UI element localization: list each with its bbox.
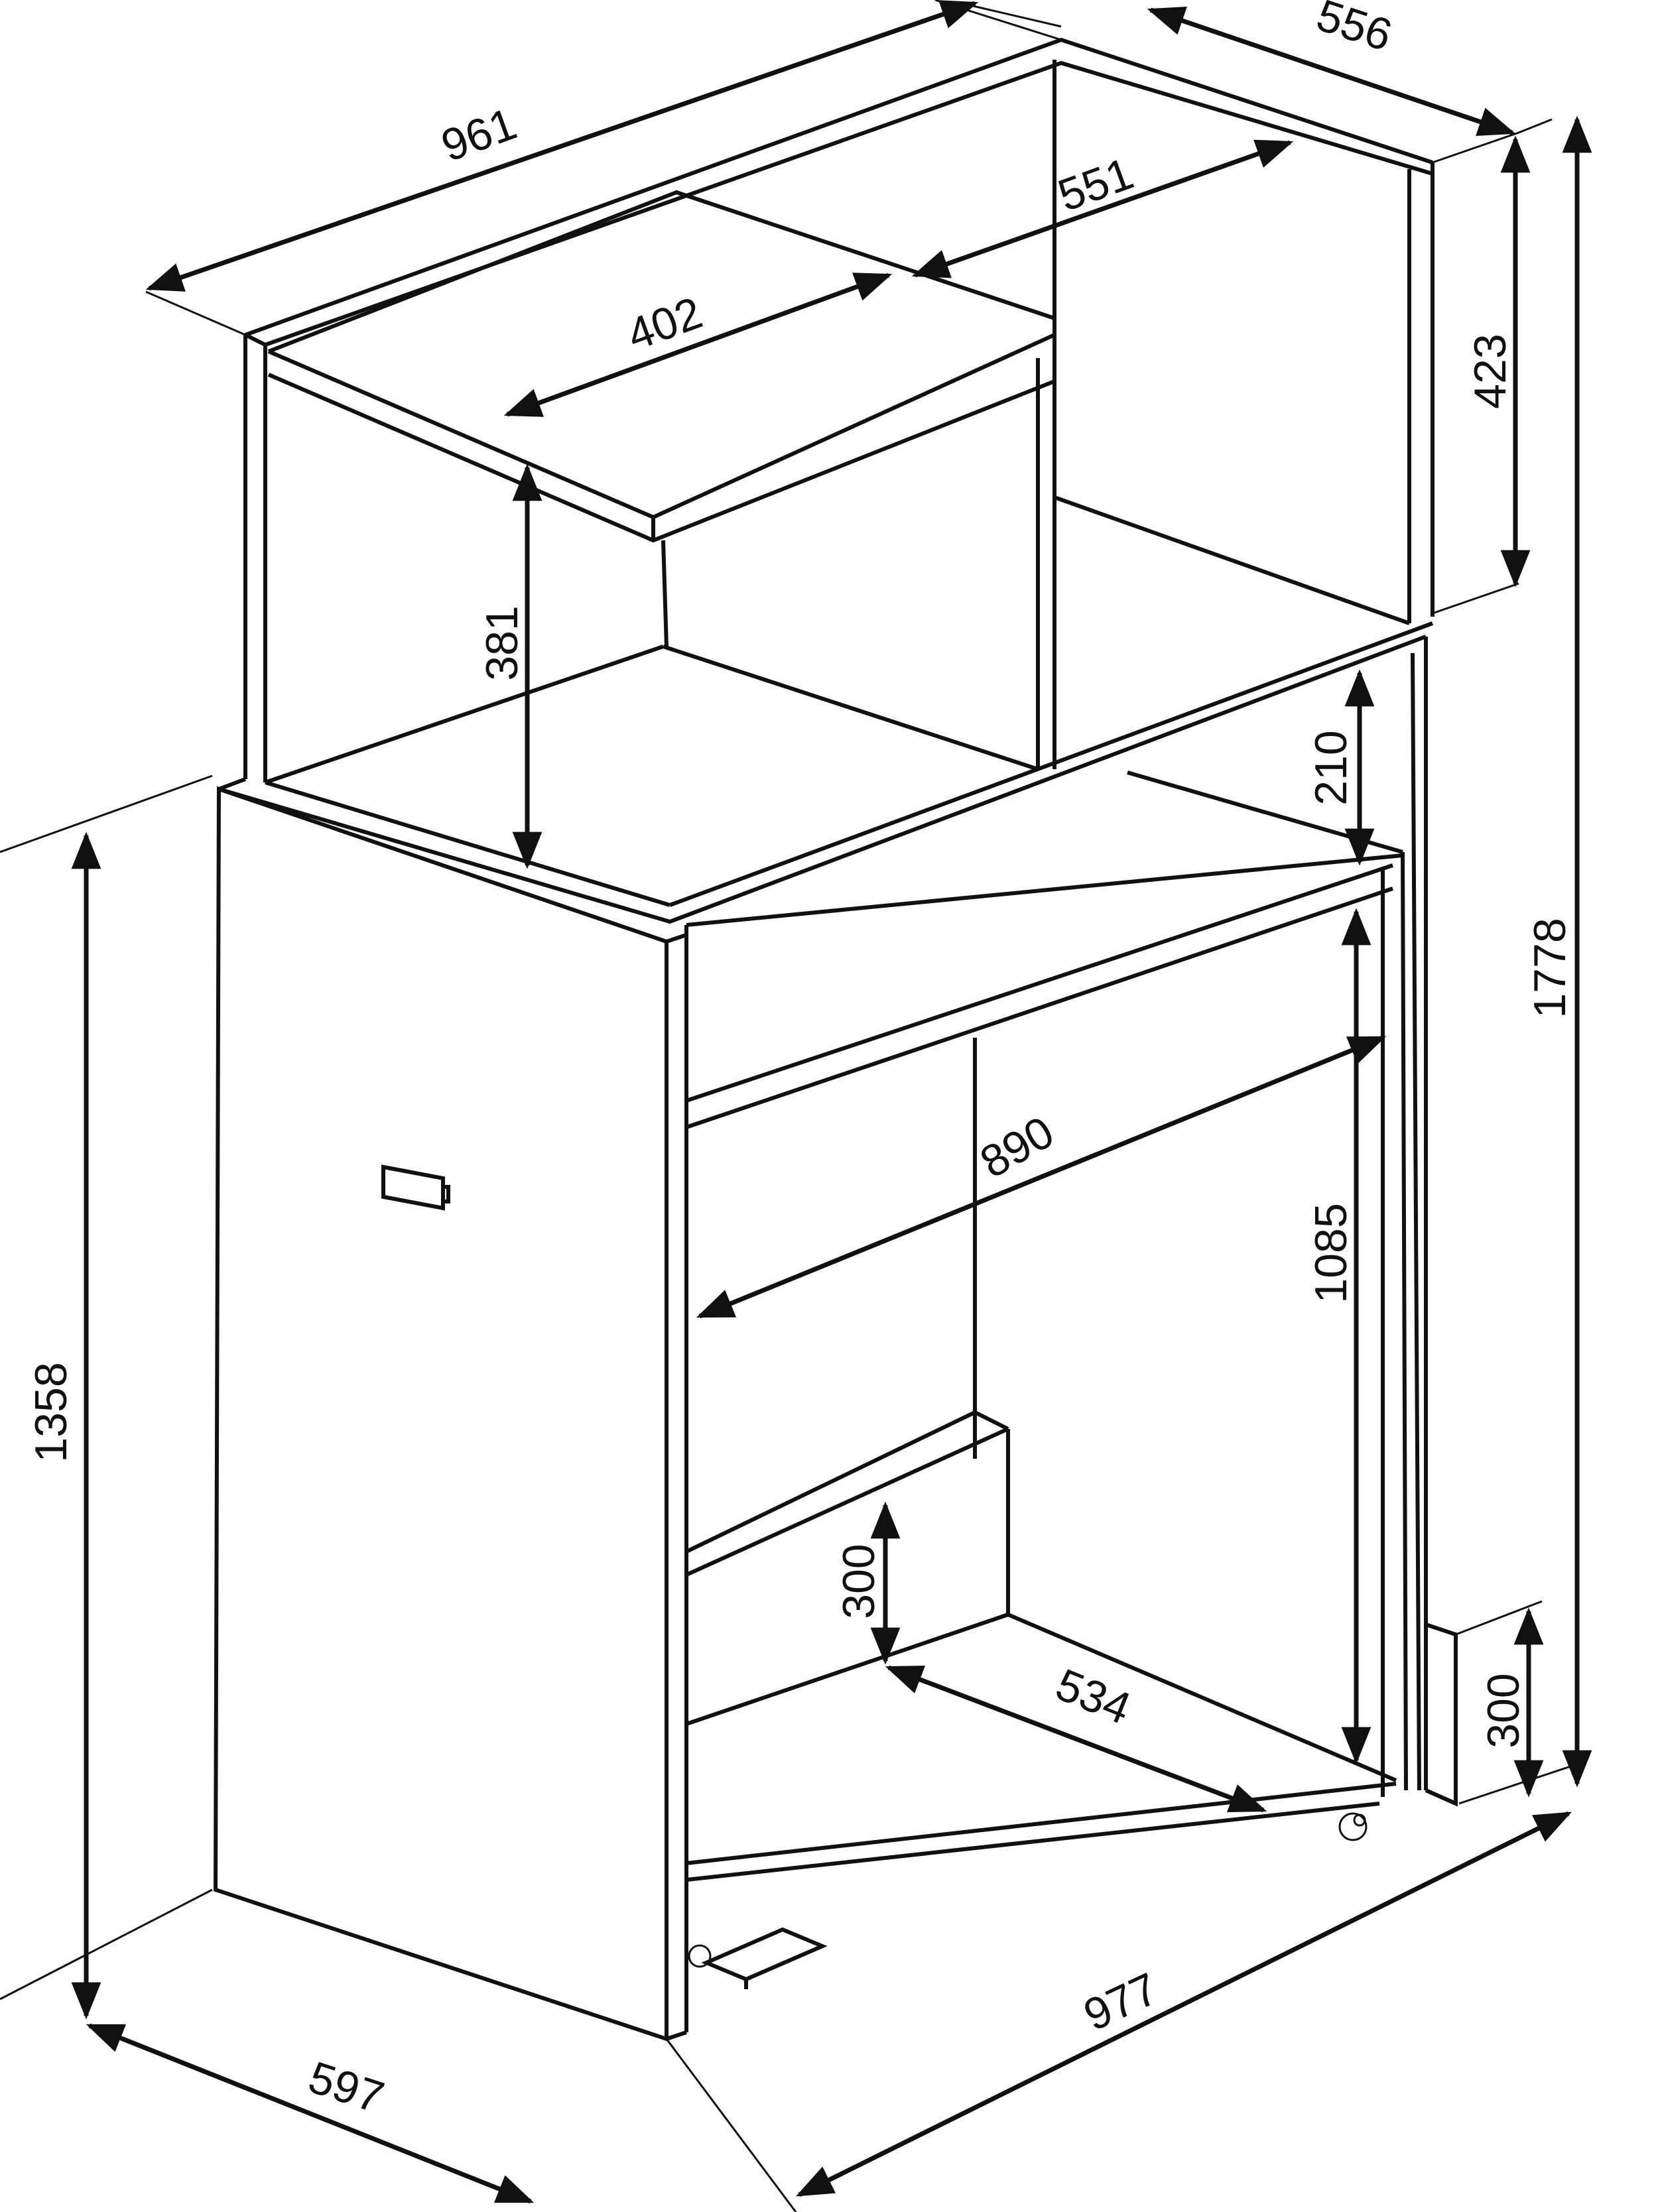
left-side-panel	[213, 786, 688, 2042]
dim-base-width: 977	[1076, 1963, 1166, 2041]
plinth	[1425, 1600, 1543, 1807]
dim-lower-shelf-depth: 534	[1049, 1659, 1138, 1734]
dim-upper-opening-height: 381	[477, 605, 527, 680]
caster-icon	[1338, 1812, 1368, 1841]
dim-plinth-height: 300	[1478, 1673, 1529, 1748]
dim-side-panel-depth: 597	[302, 2052, 389, 2122]
dim-top-depth: 556	[1310, 0, 1397, 61]
dim-overall-width-top: 961	[435, 98, 523, 171]
dim-drawer-gap-height: 210	[1306, 730, 1356, 805]
handle-icon	[381, 1164, 445, 1211]
dim-inner-top-depth: 551	[1052, 148, 1140, 221]
extension-lines	[0, 0, 1579, 2212]
dimension-arrows	[71, 0, 1592, 2204]
dim-overall-height: 1778	[1525, 918, 1575, 1018]
dim-inner-height: 1085	[1306, 1203, 1356, 1303]
pedal-icon	[701, 1927, 828, 1982]
dimension-labels: 961 556 551 402 423 381 210 1778 890 108…	[26, 0, 1575, 2123]
caster-icon	[688, 1944, 712, 1968]
upper-unit	[243, 37, 1435, 784]
dim-upper-unit-height: 423	[1465, 334, 1515, 408]
front-carcass	[684, 646, 1428, 2032]
counter-top	[218, 621, 1434, 924]
dim-lower-shelf-height: 300	[834, 1544, 884, 1619]
dim-upper-shelf-depth: 402	[621, 287, 709, 360]
dim-side-panel-height: 1358	[26, 1362, 76, 1462]
